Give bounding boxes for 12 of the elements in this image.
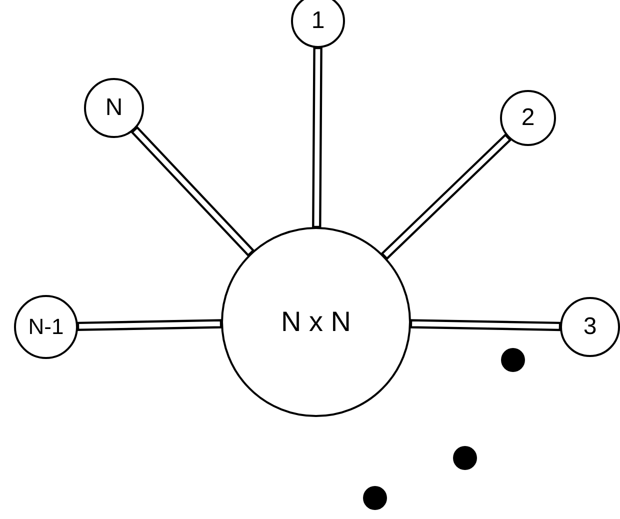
double-line-connector: [410, 319, 562, 332]
node-label: N: [105, 94, 123, 122]
node-label: 3: [583, 313, 597, 341]
node-label: 2: [521, 104, 535, 132]
node-label: N x N: [281, 306, 351, 338]
node-label: N-1: [28, 314, 64, 340]
double-line-connector: [312, 46, 322, 228]
double-line-connector: [130, 126, 255, 257]
double-line-connector: [76, 319, 222, 332]
node-label: 1: [311, 7, 325, 35]
double-line-connector: [380, 133, 512, 260]
circle-node: [291, 0, 345, 48]
